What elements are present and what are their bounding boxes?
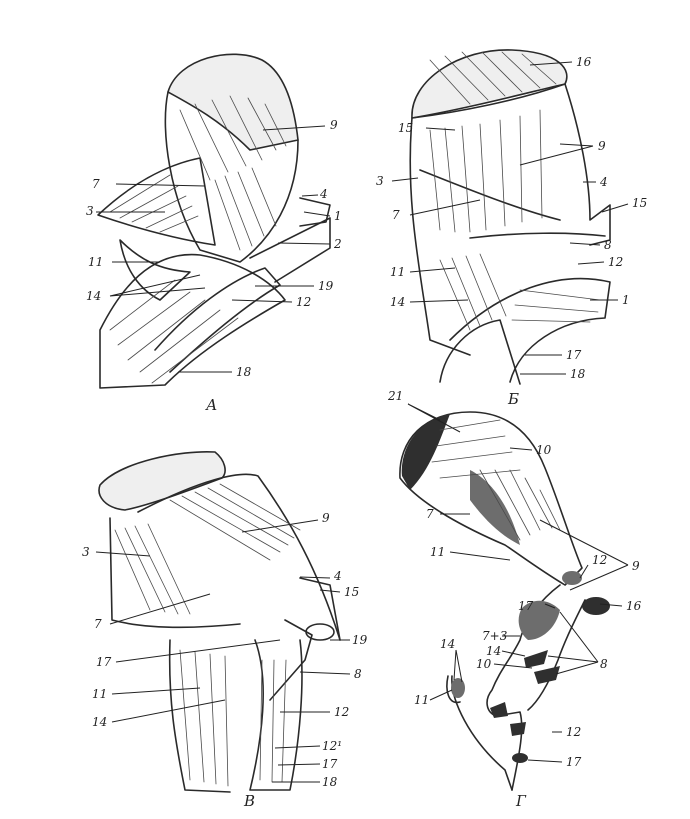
label-a-2: 2: [333, 237, 342, 251]
label-a-19: 19: [318, 279, 334, 293]
label-g-12: 12: [592, 553, 607, 567]
label-g-11-left: 11: [414, 693, 429, 707]
label-v-11: 11: [92, 687, 107, 701]
label-a-9: 9: [330, 118, 338, 132]
label-v-19: 19: [352, 633, 368, 647]
label-v-8: 8: [354, 667, 362, 681]
label-a-1: 1: [334, 209, 342, 223]
label-b-15: 15: [398, 121, 413, 135]
label-g-12-lower: 12: [566, 725, 581, 739]
label-v-17-lower: 17: [322, 757, 338, 771]
label-a-14: 14: [86, 289, 101, 303]
panel-v-drawing: [95, 450, 351, 793]
label-v-12-prime: 12¹: [322, 739, 342, 753]
label-v-9: 9: [322, 511, 330, 525]
label-g-7: 7: [426, 507, 434, 521]
panel-b-drawing: [391, 49, 629, 385]
label-g-17: 17: [518, 599, 534, 613]
label-g-14-left: 14: [440, 637, 455, 651]
label-g-14: 14: [486, 644, 501, 658]
caption-v: В: [243, 792, 255, 810]
label-a-7: 7: [92, 177, 100, 191]
label-v-3: 3: [82, 545, 90, 559]
label-a-18: 18: [236, 365, 252, 379]
panel-g-labels: 21 10 7 11 12 9 17 16 7+3 14 10 8 14 11 …: [387, 389, 642, 810]
label-g-21: 21: [387, 389, 403, 403]
label-a-12: 12: [296, 295, 311, 309]
label-b-17: 17: [566, 348, 582, 362]
label-g-7-plus-3: 7+3: [482, 629, 508, 643]
label-a-4: 4: [319, 187, 328, 201]
label-b-7: 7: [392, 208, 400, 222]
panel-v-labels: 3 9 4 15 7 19 17 8 11 12 14 12¹ 17 18 В: [82, 511, 368, 810]
panel-a-drawing: [96, 53, 331, 389]
label-v-15: 15: [344, 585, 359, 599]
label-g-17-lower: 17: [566, 755, 582, 769]
label-v-14: 14: [92, 715, 107, 729]
label-a-11: 11: [88, 255, 103, 269]
label-g-11: 11: [430, 545, 445, 559]
label-b-3: 3: [376, 174, 384, 188]
label-b-8: 8: [604, 238, 612, 252]
label-v-4: 4: [333, 569, 342, 583]
label-b-11: 11: [390, 265, 405, 279]
panel-b-labels: 16 15 9 3 4 7 15 8 11 12 14 1 17 18 Б: [376, 55, 647, 408]
caption-b: Б: [507, 390, 519, 408]
label-b-12: 12: [608, 255, 623, 269]
caption-g: Г: [515, 792, 527, 810]
label-b-18: 18: [570, 367, 586, 381]
label-g-10: 10: [536, 443, 552, 457]
label-g-8: 8: [600, 657, 608, 671]
label-b-1: 1: [622, 293, 630, 307]
caption-a: А: [205, 396, 217, 414]
label-b-15-right: 15: [632, 196, 647, 210]
label-v-18: 18: [322, 775, 338, 789]
label-b-16: 16: [576, 55, 592, 69]
label-g-10-lower: 10: [476, 657, 492, 671]
panel-g-drawing: [399, 403, 629, 791]
label-b-14: 14: [390, 295, 405, 309]
label-g-9: 9: [632, 559, 640, 573]
label-g-16: 16: [626, 599, 642, 613]
label-v-12: 12: [334, 705, 349, 719]
label-v-17: 17: [96, 655, 112, 669]
label-b-4: 4: [599, 175, 608, 189]
label-v-7: 7: [94, 617, 102, 631]
panel-a-labels: 9 7 3 4 1 2 11 14 19 12 18 А: [86, 118, 342, 414]
label-b-9: 9: [598, 139, 606, 153]
label-a-3: 3: [86, 204, 94, 218]
